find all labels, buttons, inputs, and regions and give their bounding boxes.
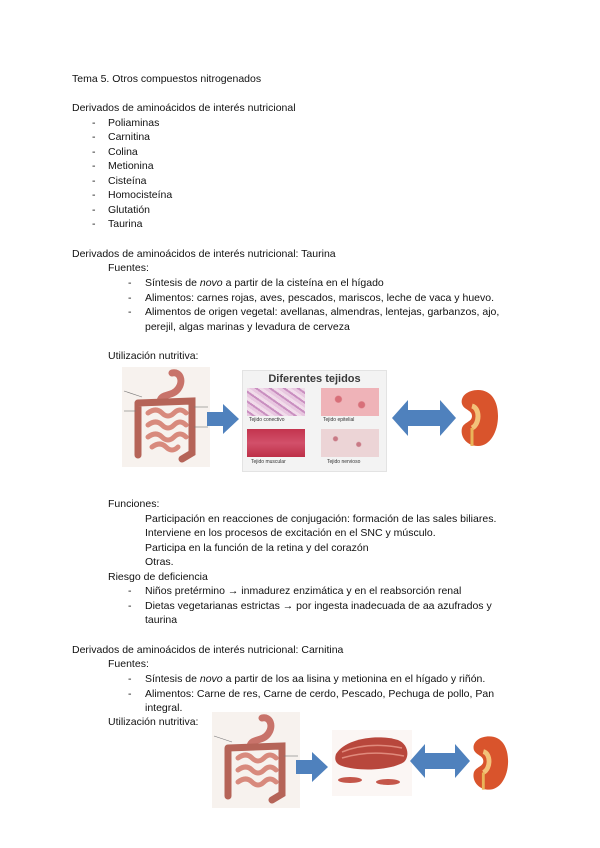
section3-heading: Derivados de aminoácidos de interés nutr…: [72, 644, 344, 656]
list-item: Homocisteína: [108, 189, 173, 201]
list-bullet: -: [92, 131, 96, 143]
tissue-caption: Tejido muscular: [251, 459, 286, 465]
list-bullet: -: [92, 117, 96, 129]
tissue-caption: Tejido nervioso: [327, 459, 361, 465]
riesgo-item: Dietas vegetarianas estrictas → por inge…: [145, 600, 492, 612]
list-bullet: -: [92, 146, 96, 158]
riesgo-item-continued: taurina: [145, 614, 178, 626]
fuente-item: Alimentos de origen vegetal: avellanas, …: [145, 306, 500, 318]
fuente-item: Síntesis de novo a partir de la cisteína…: [145, 277, 384, 289]
list-item: Taurina: [108, 218, 143, 230]
riesgo-label: Riesgo de deficiencia: [108, 571, 208, 583]
fuente-item-continued: perejil, algas marinas y levadura de cer…: [145, 321, 350, 333]
tissues-panel-title: Diferentes tejidos: [268, 373, 361, 385]
section1-heading: Derivados de aminoácidos de interés nutr…: [72, 102, 296, 114]
funcion-item: Otras.: [145, 556, 174, 568]
muscle-illustration: [332, 730, 412, 796]
tissue-nervous-image: [321, 429, 379, 457]
tissue-muscle-image: [247, 429, 305, 457]
list-item: Carnitina: [108, 131, 151, 143]
page-title: Tema 5. Otros compuestos nitrogenados: [72, 73, 262, 85]
list-bullet: -: [92, 189, 96, 201]
section2-heading: Derivados de aminoácidos de interés nutr…: [72, 248, 336, 260]
list-item: Poliaminas: [108, 117, 160, 129]
fuentes-label: Fuentes:: [108, 658, 149, 670]
fuentes-label: Fuentes:: [108, 262, 149, 274]
list-item: Metionina: [108, 160, 154, 172]
tissues-panel: Diferentes tejidos Tejido conectivo Teji…: [242, 370, 387, 472]
utilizacion-label: Utilización nutritiva:: [108, 716, 199, 728]
list-bullet: -: [128, 688, 132, 700]
arrow-right-icon: [207, 404, 239, 434]
arrow-right-icon: [296, 752, 328, 782]
double-arrow-icon: [392, 400, 456, 436]
fuente-item: Alimentos: Carne de res, Carne de cerdo,…: [145, 688, 495, 700]
fuente-item: Síntesis de novo a partir de los aa lisi…: [145, 673, 486, 685]
list-bullet: -: [128, 600, 132, 612]
tissue-epithelial-image: [321, 388, 379, 416]
tissue-caption: Tejido epitelial: [323, 417, 355, 423]
funcion-item: Participa en la función de la retina y d…: [145, 542, 369, 554]
list-bullet: -: [128, 306, 132, 318]
funcion-item: Interviene en los procesos de excitación…: [145, 527, 436, 539]
list-bullet: -: [128, 585, 132, 597]
kidney-illustration: [473, 736, 509, 790]
list-bullet: -: [92, 204, 96, 216]
list-bullet: -: [92, 218, 96, 230]
intestine-illustration: [122, 367, 210, 467]
intestine-illustration: [212, 712, 300, 808]
riesgo-item: Niños pretérmino → inmadurez enzimática …: [145, 585, 462, 597]
kidney-illustration: [461, 390, 498, 446]
list-bullet: -: [128, 292, 132, 304]
list-item: Glutatión: [108, 204, 151, 216]
list-bullet: -: [92, 175, 96, 187]
utilizacion-label: Utilización nutritiva:: [108, 350, 199, 362]
double-arrow-icon: [410, 744, 470, 778]
fuente-item-continued: integral.: [145, 702, 183, 714]
list-item: Colina: [108, 146, 138, 158]
funciones-label: Funciones:: [108, 498, 160, 510]
list-item: Cisteína: [108, 175, 147, 187]
tissue-connective-image: [247, 388, 305, 416]
tissue-caption: Tejido conectivo: [249, 417, 285, 423]
list-bullet: -: [128, 673, 132, 685]
funcion-item: Participación en reacciones de conjugaci…: [145, 513, 497, 525]
list-bullet: -: [128, 277, 132, 289]
list-bullet: -: [92, 160, 96, 172]
fuente-item: Alimentos: carnes rojas, aves, pescados,…: [145, 292, 495, 304]
